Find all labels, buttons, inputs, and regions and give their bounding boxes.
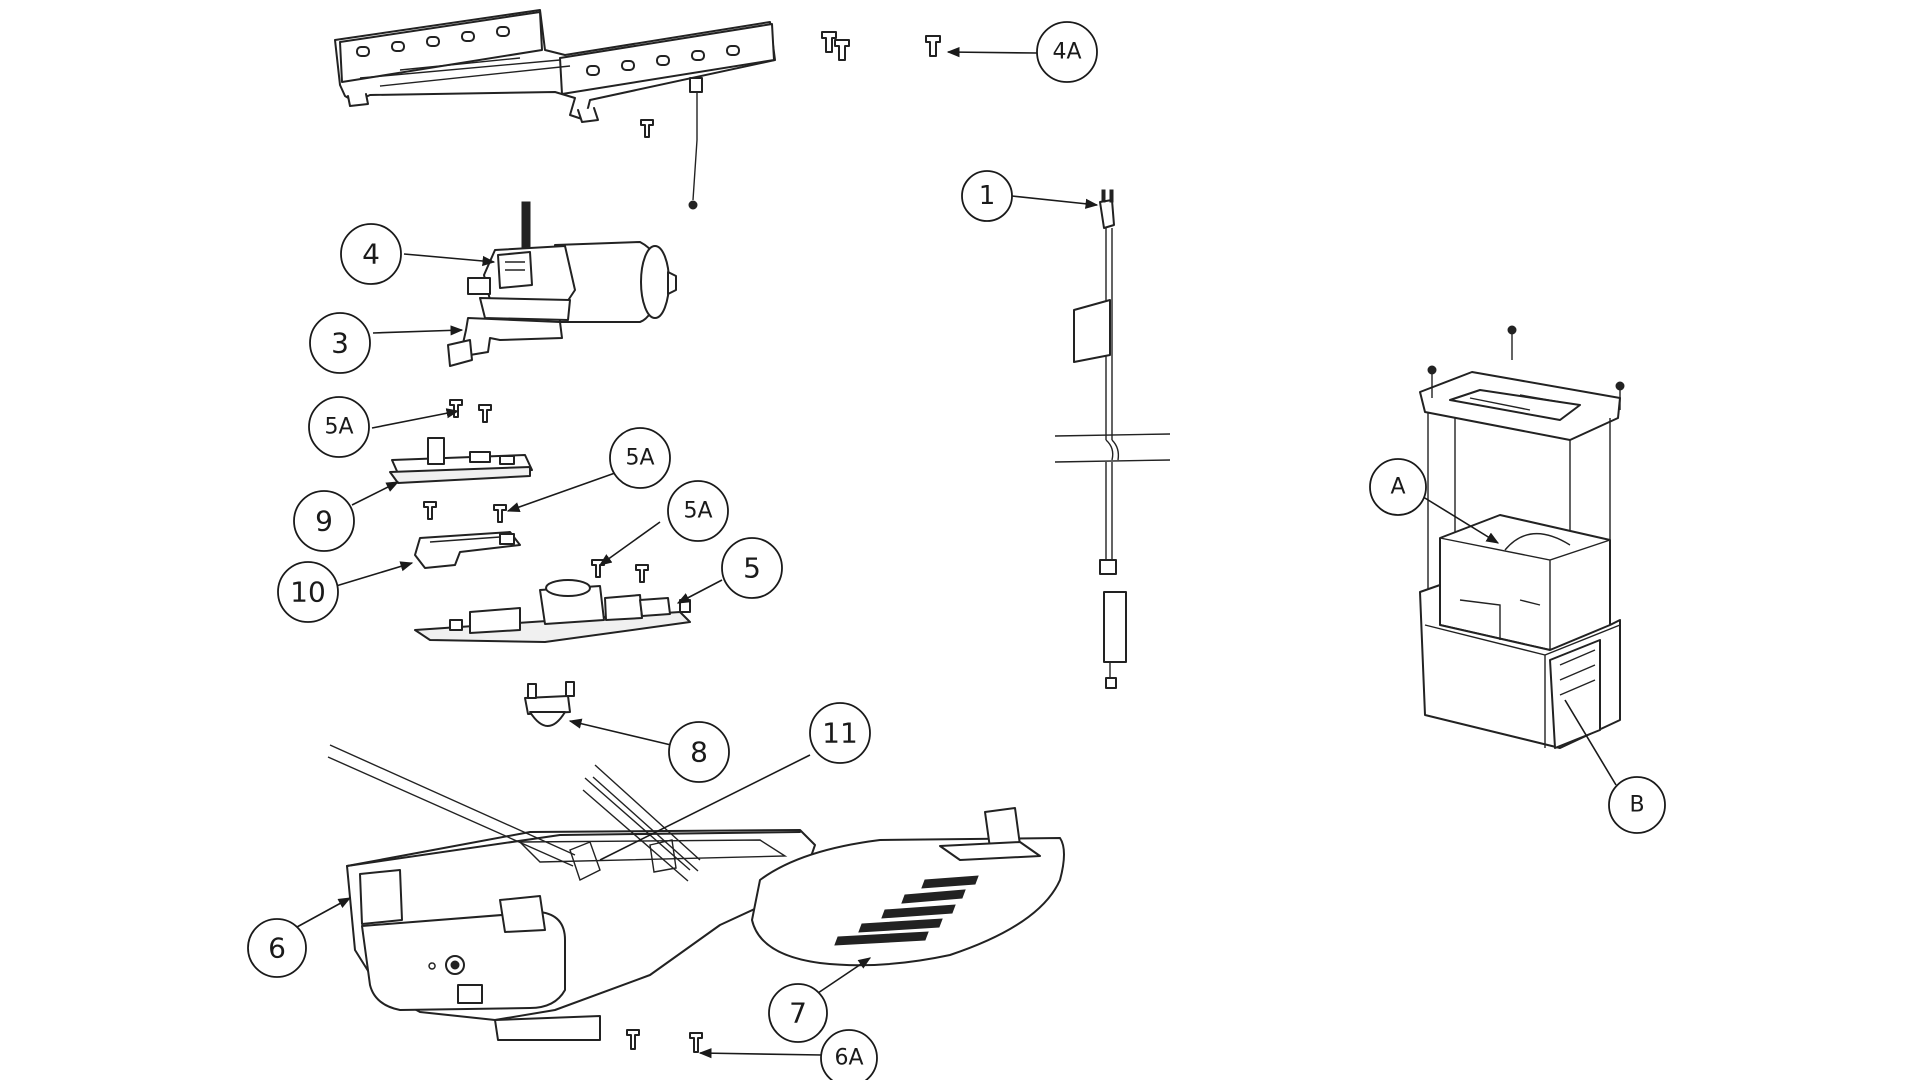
mounting-bracket: [334, 9, 776, 210]
callout-4-label: 4: [362, 238, 380, 271]
callout-5a-third: 5A: [667, 480, 729, 542]
callout-6-label: 6: [268, 932, 286, 965]
callout-6a: 6A: [820, 1029, 878, 1080]
callout-a-label: A: [1390, 475, 1405, 500]
callout-4: 4: [340, 223, 402, 285]
logic-bracket: [414, 531, 521, 569]
callout-1-label: 1: [979, 181, 996, 211]
callout-11: 11: [809, 702, 871, 764]
callout-5a-third-label: 5A: [683, 499, 712, 524]
callout-10: 10: [277, 561, 339, 623]
callout-5: 5: [721, 537, 783, 599]
callout-8: 8: [668, 721, 730, 783]
callout-7-label: 7: [789, 997, 807, 1030]
callout-6a-label: 6A: [834, 1046, 863, 1071]
leader-lines: [296, 47, 1617, 1059]
screws-6a: [626, 1029, 703, 1053]
receiver-board: [389, 437, 533, 484]
callout-8-label: 8: [690, 736, 708, 769]
screws-4a: [821, 31, 941, 61]
lens-ribs: [834, 875, 979, 946]
callout-10-label: 10: [290, 576, 326, 609]
callout-3: 3: [309, 312, 371, 374]
callout-5a-first: 5A: [308, 396, 370, 458]
callout-4a-label: 4A: [1052, 40, 1081, 65]
bracket-slots: [356, 26, 740, 76]
light-socket: [524, 681, 575, 727]
motor-assembly: [467, 201, 677, 323]
callout-5a-first-label: 5A: [324, 415, 353, 440]
callout-9: 9: [293, 490, 355, 552]
battery-backup-unit: [1419, 325, 1625, 749]
logic-board: [414, 579, 691, 643]
callout-11-label: 11: [822, 717, 858, 750]
callout-5-label: 5: [743, 552, 761, 585]
callout-5a-second: 5A: [609, 427, 671, 489]
callout-5a-second-label: 5A: [625, 446, 654, 471]
callout-b: B: [1608, 776, 1666, 834]
callout-7: 7: [768, 983, 828, 1043]
callout-a: A: [1369, 458, 1427, 516]
opener-housing: [327, 744, 816, 1041]
power-cord: [1054, 189, 1171, 689]
motor-bracket: [447, 317, 563, 367]
callout-3-label: 3: [331, 327, 349, 360]
callout-6: 6: [247, 918, 307, 978]
callout-1: 1: [961, 170, 1013, 222]
callout-4a: 4A: [1036, 21, 1098, 83]
light-lens-cover: [751, 807, 1065, 967]
callout-9-label: 9: [315, 505, 333, 538]
callout-b-label: B: [1629, 793, 1644, 818]
